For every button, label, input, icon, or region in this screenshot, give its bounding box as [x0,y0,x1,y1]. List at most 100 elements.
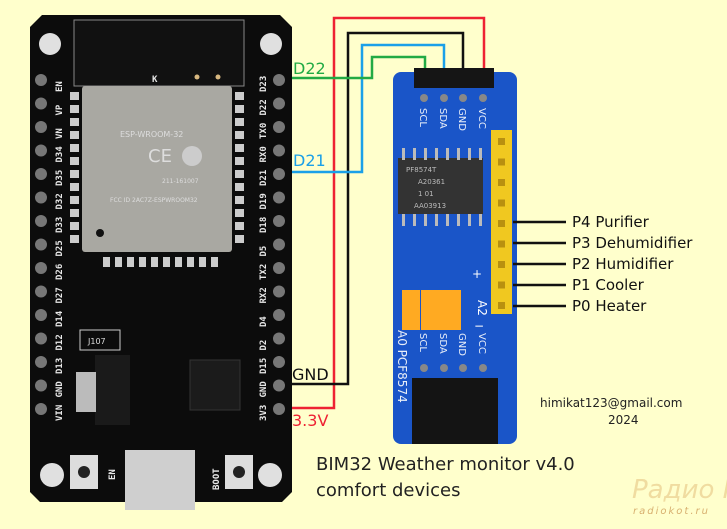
left-pin-label: D27 [55,287,65,303]
pcf-bottom-pin-label: SDA [437,333,448,354]
header-pin [35,238,47,251]
left-pin-label: D25 [55,240,65,256]
header-pin [273,215,285,227]
right-pin-label: TX0 [259,123,269,139]
left-pin-label: GND [55,381,65,398]
title-line1: BIM32 Weather monitor v4.0 [316,454,575,475]
plus-label: + [472,267,482,281]
left-pin-label: VP [55,104,65,115]
esp32-board: K ESP-WROOM-32 CE 211-161007 FCC ID 2AC7… [30,15,292,510]
header-pin [35,168,47,180]
ce-mark: CE [148,146,172,167]
jumper-a1-a2[interactable] [421,290,461,330]
gnd-label: GND [292,365,329,384]
antenna-mark: K [152,75,158,85]
pcf-top-pin-label: SDA [437,108,448,129]
header-pin [35,262,47,274]
left-pin-label: D26 [55,264,65,280]
vcc-label: 3.3V [292,411,328,430]
d21-label: D21 [293,151,326,170]
header-pin [273,309,285,321]
pcf8574-chip [398,158,483,214]
chip-text: 1 01 [418,190,434,198]
right-pin-label: D4 [259,316,269,327]
header-pin [35,285,47,298]
micro-usb-port [125,450,195,510]
header-pin [273,238,285,251]
right-pin-label: D5 [259,246,269,257]
scl-wire [292,55,427,80]
header-pin [273,144,285,157]
module-label: ESP-WROOM-32 [120,130,183,139]
jumper-a0[interactable] [402,290,420,330]
output-pin [498,220,505,227]
minus-label: − [474,319,484,333]
mount-hole [39,33,61,55]
output-label: P1 Cooler [572,276,645,294]
right-pin-label: D21 [259,170,269,186]
header-pin [273,74,285,86]
watermark-site: radiokot.ru [633,506,710,517]
left-pin-label: D33 [55,217,65,233]
en-label: EN [108,469,118,480]
pcf-top-pin-label: SCL [417,108,428,127]
header-pin [273,379,285,392]
output-pin [498,302,505,309]
top-header [414,68,494,88]
j107-label: J107 [87,337,106,346]
header-pin [35,215,47,227]
bottom-header [412,378,498,444]
left-pin-label: D34 [55,146,65,163]
header-pin [273,168,285,180]
header-pin [35,191,47,204]
header-pin [35,332,47,345]
cert-label: 211-161007 [162,178,199,185]
pcf-top-pin [420,94,428,102]
output-pin [498,158,505,166]
d22-label: D22 [293,59,326,78]
output-pin [498,179,505,186]
header-pin [273,332,285,345]
esp-wroom-module [82,86,232,252]
output-pin [498,281,505,289]
header-pin [273,403,285,415]
right-pin-label: D23 [259,76,269,92]
left-pin-label: VN [55,128,65,139]
pcf-bottom-pin-label: SCL [417,333,428,352]
output-pin [498,261,505,268]
credit-year: 2024 [608,413,639,427]
usb-uart-chip [189,359,241,411]
pcf-top-pin-label: VCC [476,108,487,129]
header-pin [35,121,47,133]
pcf-top-pin-label: GND [456,108,467,131]
a2-label: A2 [475,300,489,316]
output-label: P2 Humidifier [572,255,674,273]
left-pin-label: D35 [55,170,65,186]
wires: D22 D21 GND 3.3V [292,16,486,430]
chip-text: PF8574T [406,166,437,174]
title-line2: comfort devices [316,480,460,501]
fcc-label: FCC ID 2AC7Z-ESPWROOM32 [110,197,198,204]
output-pin [498,138,505,145]
mount-hole [258,463,282,487]
mount-hole [40,463,64,487]
pcf-top-pin [459,94,467,102]
output-label: P0 Heater [572,297,647,315]
left-pin-label: VIN [55,405,65,421]
header-pin [35,403,47,415]
right-pin-label: D2 [259,340,269,351]
credit-email: himikat123@gmail.com [540,396,682,410]
header-pin [273,285,285,298]
header-pin [35,379,47,392]
output-label: P4 Purifier [572,213,650,231]
watermark-logo: Радио КОТ [632,475,727,505]
right-pin-label: TX2 [259,264,269,280]
gnd-wire [292,31,465,386]
header-pin [273,121,285,133]
right-pin-label: 3V3 [259,405,269,421]
header-pin [273,262,285,274]
right-pin-label: D22 [259,99,269,115]
chip-text: A20361 [418,178,445,186]
